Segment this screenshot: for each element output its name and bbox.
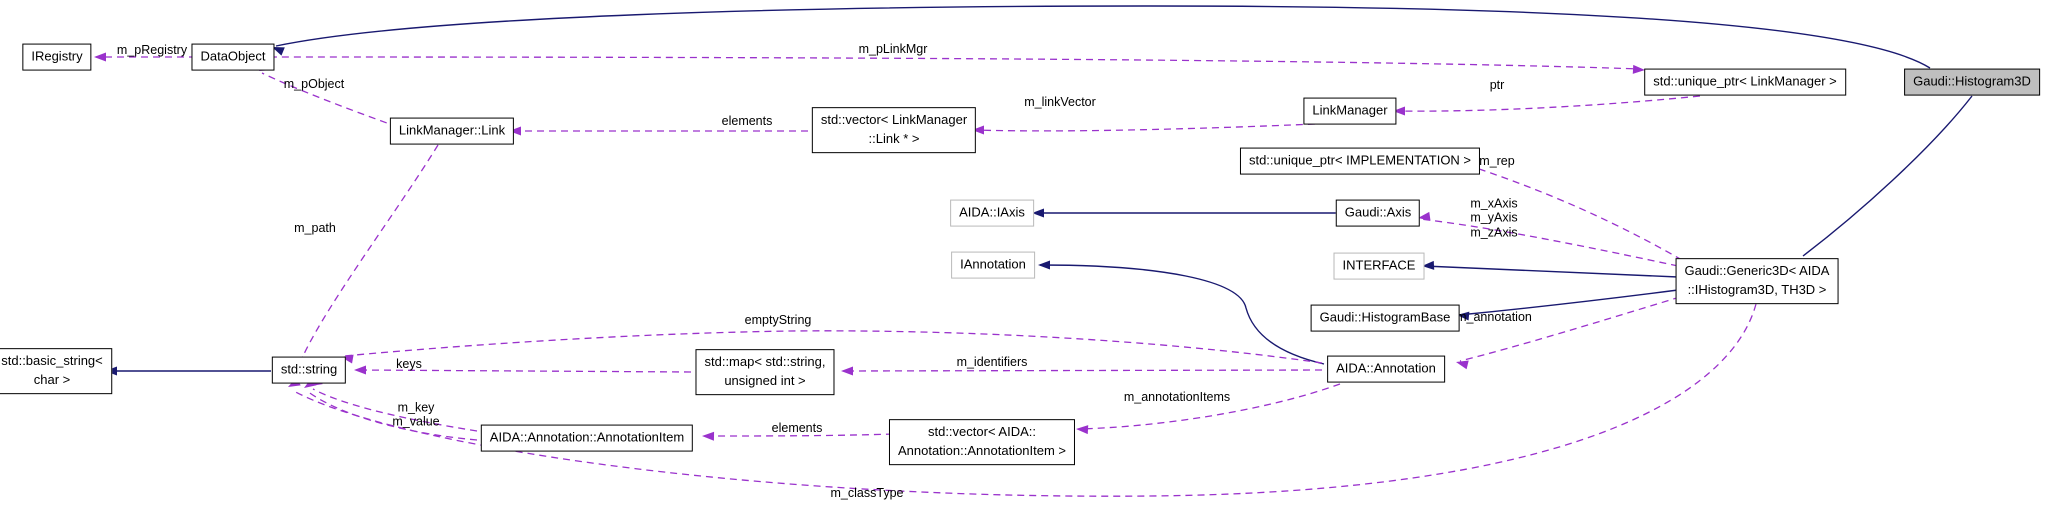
- node-label: DataObject: [200, 48, 266, 64]
- edge-label-linkmanager-to-linkvector: m_linkVector: [1024, 94, 1096, 109]
- edge-generic3d-to-uniqueptr-impl: [1469, 165, 1683, 261]
- node-label: std::basic_string<: [1, 353, 103, 369]
- node-label: LinkManager: [1312, 102, 1388, 118]
- edge-label-uniqueptr-to-linkmanager: ptr: [1489, 77, 1505, 92]
- edge-generic3d-to-interface: [1423, 265, 1679, 278]
- node-label: Gaudi::Axis: [1344, 204, 1412, 220]
- edge-label-link-to-string: m_path: [294, 220, 336, 235]
- edge-label-annotation-to-annotationitem-vector: m_annotationItems: [1123, 389, 1231, 404]
- edge-annotation-to-map: [842, 369, 1323, 372]
- node-label: Gaudi::HistogramBase: [1319, 309, 1451, 325]
- node-aida-iaxis[interactable]: AIDA::IAxis: [950, 199, 1034, 227]
- arrowhead-annotation-to-iannotation: [1038, 260, 1050, 270]
- edge-label-map-to-string-keys: keys: [396, 356, 422, 371]
- edge-link-to-string: [303, 144, 439, 355]
- node-label: IAnnotation: [960, 256, 1026, 272]
- node-aida-annotation[interactable]: AIDA::Annotation: [1327, 355, 1445, 383]
- node-label: Annotation::AnnotationItem >: [897, 443, 1067, 458]
- edge-generic3d-to-axis: [1419, 218, 1679, 267]
- node-iannotation[interactable]: IAnnotation: [951, 251, 1035, 279]
- node-uniqueptr-impl[interactable]: std::unique_ptr< IMPLEMENTATION >: [1239, 147, 1481, 175]
- node-label: Gaudi::Generic3D< AIDA: [1684, 263, 1830, 279]
- node-uniqueptr-linkmanager[interactable]: std::unique_ptr< LinkManager >: [1644, 68, 1846, 96]
- node-label: char >: [33, 372, 71, 387]
- edge-histogram3d-to-dataobject: [275, 5, 1931, 69]
- arrowhead-linkmanager-to-linkvector: [972, 125, 984, 135]
- edge-label-annotation-to-map: m_identifiers: [956, 354, 1028, 369]
- edge-annotationitem-to-string-key: [312, 388, 478, 432]
- node-label: ::Link * >: [868, 131, 920, 146]
- node-vector-link[interactable]: std::vector< LinkManager::Link * >: [811, 107, 977, 153]
- node-label: IRegistry: [31, 48, 83, 64]
- arrowhead-annotation-to-map: [841, 366, 853, 376]
- edge-label-dataobject-to-uniqueptr-linkmanager: m_pLinkMgr: [858, 41, 928, 56]
- edge-dataobject-to-uniqueptr-linkmanager: [269, 56, 1642, 70]
- edge-annotationitem-to-string-value: [306, 390, 478, 441]
- node-iregistry[interactable]: IRegistry: [22, 43, 92, 71]
- edge-generic3d-to-histogrambase: [1458, 289, 1679, 316]
- node-gaudi-histogrambase[interactable]: Gaudi::HistogramBase: [1310, 304, 1460, 332]
- node-label: std::vector< LinkManager: [820, 112, 968, 128]
- node-annotationitem[interactable]: AIDA::Annotation::AnnotationItem: [480, 424, 694, 452]
- edge-label-generic3d-to-axis: m_xAxis m_yAxis m_zAxis: [1470, 196, 1518, 240]
- arrowhead-generic3d-to-axis: [1418, 211, 1431, 221]
- edge-histogram3d-to-generic3d: [1802, 95, 1973, 257]
- edge-annotation-to-iannotation: [1039, 264, 1325, 365]
- edge-map-to-string-keys: [356, 369, 692, 373]
- node-label: INTERFACE: [1342, 257, 1416, 273]
- edge-label-generic3d-to-string-classtype: m_classType: [830, 485, 904, 500]
- arrowhead-annotation-to-annotationitem-vector: [1076, 425, 1089, 435]
- arrowhead-generic3d-to-interface: [1422, 260, 1435, 270]
- edge-annotation-to-annotationitem-vector: [1078, 383, 1341, 430]
- node-label: std::vector< AIDA::: [927, 424, 1037, 440]
- arrowhead-dataobject-to-iregistry: [94, 52, 106, 62]
- arrowhead-vector-to-annotationitem: [702, 431, 715, 441]
- node-gaudi-axis[interactable]: Gaudi::Axis: [1335, 199, 1421, 227]
- arrowhead-uniqueptr-to-linkmanager: [1393, 106, 1405, 116]
- node-std-map[interactable]: std::map< std::string,unsigned int >: [695, 349, 835, 395]
- edge-label-link-to-dataobject: m_pObject: [283, 76, 345, 91]
- node-label: std::unique_ptr< LinkManager >: [1653, 73, 1837, 89]
- node-std-string[interactable]: std::string: [271, 356, 347, 384]
- node-gaudi-generic3d[interactable]: Gaudi::Generic3D< AIDA::IHistogram3D, TH…: [1675, 258, 1839, 304]
- edge-label-generic3d-to-uniqueptr-impl: m_rep: [1479, 153, 1515, 168]
- node-label: std::map< std::string,: [704, 354, 826, 370]
- arrowhead-histogram3d-to-dataobject: [272, 47, 285, 56]
- arrowhead-dataobject-to-uniqueptr-linkmanager: [1632, 64, 1645, 74]
- node-basic-string[interactable]: std::basic_string<char >: [0, 348, 112, 394]
- node-interface[interactable]: INTERFACE: [1333, 252, 1425, 280]
- arrowhead-generic3d-to-histogrambase: [1457, 311, 1470, 321]
- arrowhead-map-to-string-keys: [354, 365, 366, 375]
- node-vector-annotationitem[interactable]: std::vector< AIDA::Annotation::Annotatio…: [888, 419, 1076, 465]
- node-dataobject[interactable]: DataObject: [191, 43, 275, 71]
- edge-linkmanager-to-linkvector: [973, 123, 1316, 132]
- edge-generic3d-to-string-classtype: [291, 303, 1757, 497]
- node-label: LinkManager::Link: [398, 122, 506, 138]
- edge-label-annotation-to-string-emptystring: emptyString: [744, 312, 812, 327]
- arrowhead-generic3d-to-annotation: [1456, 360, 1469, 370]
- node-gaudi-histogram3d[interactable]: Gaudi::Histogram3D: [1904, 68, 2040, 96]
- edge-label-dataobject-to-iregistry: m_pRegistry: [116, 42, 188, 57]
- node-linkmanager-link[interactable]: LinkManager::Link: [389, 117, 515, 145]
- node-label: AIDA::Annotation: [1336, 360, 1436, 376]
- node-label: AIDA::Annotation::AnnotationItem: [489, 429, 685, 445]
- node-label: ::IHistogram3D, TH3D >: [1687, 282, 1827, 297]
- edge-generic3d-to-annotation: [1459, 296, 1681, 362]
- arrowhead-axis-to-iaxis: [1032, 208, 1044, 218]
- edge-annotation-to-string-emptystring: [343, 330, 1323, 364]
- arrowhead-linkvector-to-link: [509, 126, 521, 136]
- node-linkmanager[interactable]: LinkManager: [1303, 97, 1397, 125]
- node-label: unsigned int >: [724, 373, 806, 388]
- node-label: AIDA::IAxis: [959, 204, 1025, 220]
- edge-label-generic3d-to-annotation: m_annotation: [1456, 309, 1532, 324]
- edge-label-linkvector-to-link: elements: [721, 113, 773, 128]
- edge-uniqueptr-to-linkmanager: [1394, 95, 1701, 112]
- edge-label-annotationitem-to-string-key: m_key m_value: [392, 400, 440, 429]
- node-label: std::string: [280, 361, 338, 377]
- node-label: Gaudi::Histogram3D: [1913, 73, 2031, 89]
- edge-label-vector-to-annotationitem: elements: [771, 420, 823, 435]
- edge-link-to-dataobject: [261, 72, 399, 128]
- node-label: std::unique_ptr< IMPLEMENTATION >: [1248, 152, 1472, 168]
